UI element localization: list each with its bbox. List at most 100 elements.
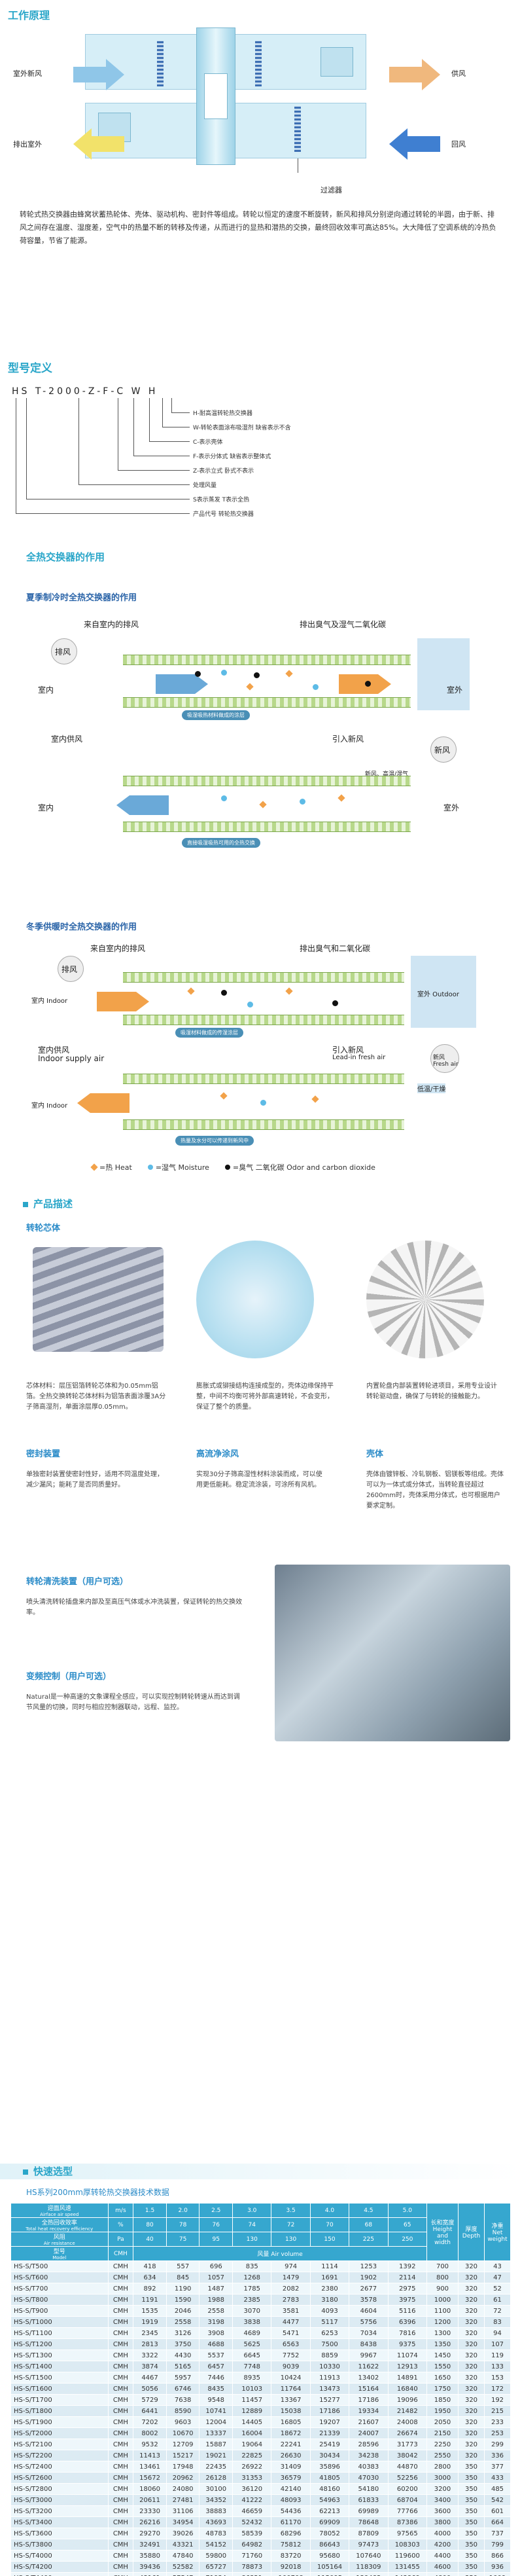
table-cell: 2114 (387, 2272, 428, 2283)
table-cell: 32491 (133, 2539, 167, 2550)
odor-dot (221, 990, 227, 996)
table-cell: 36120 (232, 2483, 272, 2495)
table-cell: 22825 (232, 2450, 272, 2461)
table-cell: 30100 (199, 2483, 234, 2495)
core-disc-image (196, 1241, 314, 1358)
table-cell: 8002 (133, 2427, 167, 2439)
table-cell: 65727 (199, 2561, 234, 2573)
eff-cell: 68 (349, 2217, 389, 2232)
model-cell: HS-S/T1500 (10, 2372, 109, 2384)
summer-exhaust: 排风 (55, 647, 71, 657)
table-cell: 30434 (309, 2450, 350, 2461)
speed-cell: 2.5 (199, 2203, 234, 2218)
winter-outdoor-box (411, 956, 476, 1028)
table-cell: 14405 (232, 2416, 272, 2428)
res-cell: 130 (271, 2232, 311, 2247)
table-cell: 78648 (349, 2516, 389, 2528)
table-cell: 43321 (165, 2539, 200, 2550)
summer-exhaust-heat: 排出臭气及湿气二氧化碳 (300, 620, 387, 629)
winter-pentagon-1 (97, 992, 149, 1011)
table-cell: 8859 (309, 2349, 350, 2361)
table-cell: 835 (232, 2260, 272, 2272)
table-cell: 377 (484, 2461, 511, 2473)
table-cell: 664 (484, 2516, 511, 2528)
table-cell: 19064 (232, 2439, 272, 2450)
table-cell: 9603 (165, 2416, 200, 2428)
table-cell: CMH (107, 2327, 134, 2339)
model-cell: HS-S/T2600 (10, 2472, 109, 2484)
table-cell: 16004 (232, 2427, 272, 2439)
table-cell: CMH (107, 2528, 134, 2539)
table-cell: 3908 (199, 2327, 234, 2339)
table-title: HS系列200mm厚转轮热交换器技术数据 (26, 2188, 169, 2197)
model-cell: HS-S/T3600 (10, 2528, 109, 2539)
table-cell: 153 (484, 2372, 511, 2384)
model-cell: HS-S/T4400 (10, 2572, 109, 2576)
efficiency-unit: % (107, 2217, 134, 2232)
table-cell: 16805 (271, 2416, 311, 2428)
legend: =热 Heat =湿气 Moisture =臭气 二氧化碳 Odor and c… (90, 1162, 375, 1172)
table-cell: 253 (484, 2427, 511, 2439)
table-cell: 71934 (199, 2572, 234, 2576)
table-cell: 2677 (349, 2283, 389, 2295)
table-cell: 107640 (349, 2550, 389, 2562)
table-cell: 2380 (309, 2283, 350, 2295)
table-cell: 700 (426, 2260, 459, 2272)
winter-exhaust: 排风 (61, 965, 78, 974)
winter-tube-4 (123, 1119, 404, 1130)
res-cell: 75 (165, 2232, 200, 2247)
table-cell: 1535 (133, 2305, 167, 2317)
model-cell: HS-S/T1900 (10, 2416, 109, 2428)
model-cell: HS-S/T2400 (10, 2461, 109, 2473)
table-cell: 11457 (232, 2394, 272, 2406)
table-cell: 34954 (165, 2516, 200, 2528)
table-cell: 20611 (133, 2494, 167, 2506)
table-cell: CMH (107, 2305, 134, 2317)
winter-indoor: 室内 Indoor (31, 998, 68, 1005)
winter-exhaust-heat: 排出臭气和二氧化碳 (300, 944, 371, 953)
table-cell: 6645 (232, 2349, 272, 2361)
core-stack-image (33, 1247, 164, 1352)
summer-outdoor-2: 室外 (443, 803, 460, 812)
table-cell: CMH (107, 2416, 134, 2428)
table-cell: CMH (107, 2505, 134, 2517)
table-cell: 4430 (165, 2349, 200, 2361)
table-cell: 46659 (232, 2505, 272, 2517)
summer-tube-3 (123, 776, 411, 786)
summer-diagram: 来自室内的排风 排出臭气及湿气二氧化碳 排风 室内 室外 吸湿吸热材料做成的涂层… (25, 612, 496, 880)
rotor-core-center (204, 73, 228, 119)
core-title: 转轮芯体 (26, 1224, 61, 1233)
table-cell: 4604 (349, 2305, 389, 2317)
table-cell: 27481 (165, 2494, 200, 2506)
table-cell: 3322 (133, 2349, 167, 2361)
table-cell: 1200 (426, 2316, 459, 2328)
odor-dot (195, 671, 201, 677)
table-cell: 6457 (199, 2361, 234, 2372)
table-cell: 320 (458, 2405, 485, 2417)
res-cell: 95 (199, 2232, 234, 2247)
table-cell: 2050 (426, 2416, 459, 2428)
model-cell: HS-S/T600 (10, 2272, 109, 2283)
table-cell: 3838 (232, 2316, 272, 2328)
table-cell: CMH (107, 2349, 134, 2361)
seal-text: 单独密封装置使密封性好，适用不同温度处理，减少漏风；能耗了是否同质量好。 (26, 1471, 164, 1489)
model-cell: HS-S/T2000 (10, 2427, 109, 2439)
model-cell: HS-S/T3000 (10, 2494, 109, 2506)
table-cell: 12889 (232, 2405, 272, 2417)
table-cell: CMH (107, 2461, 134, 2473)
winter-tube-1 (123, 972, 404, 983)
table-cell: 71760 (232, 2550, 272, 2562)
table-cell: 95680 (309, 2550, 350, 2562)
table-cell: 119600 (387, 2550, 428, 2562)
table-cell: 14891 (387, 2372, 428, 2384)
table-cell: 54152 (199, 2539, 234, 2550)
